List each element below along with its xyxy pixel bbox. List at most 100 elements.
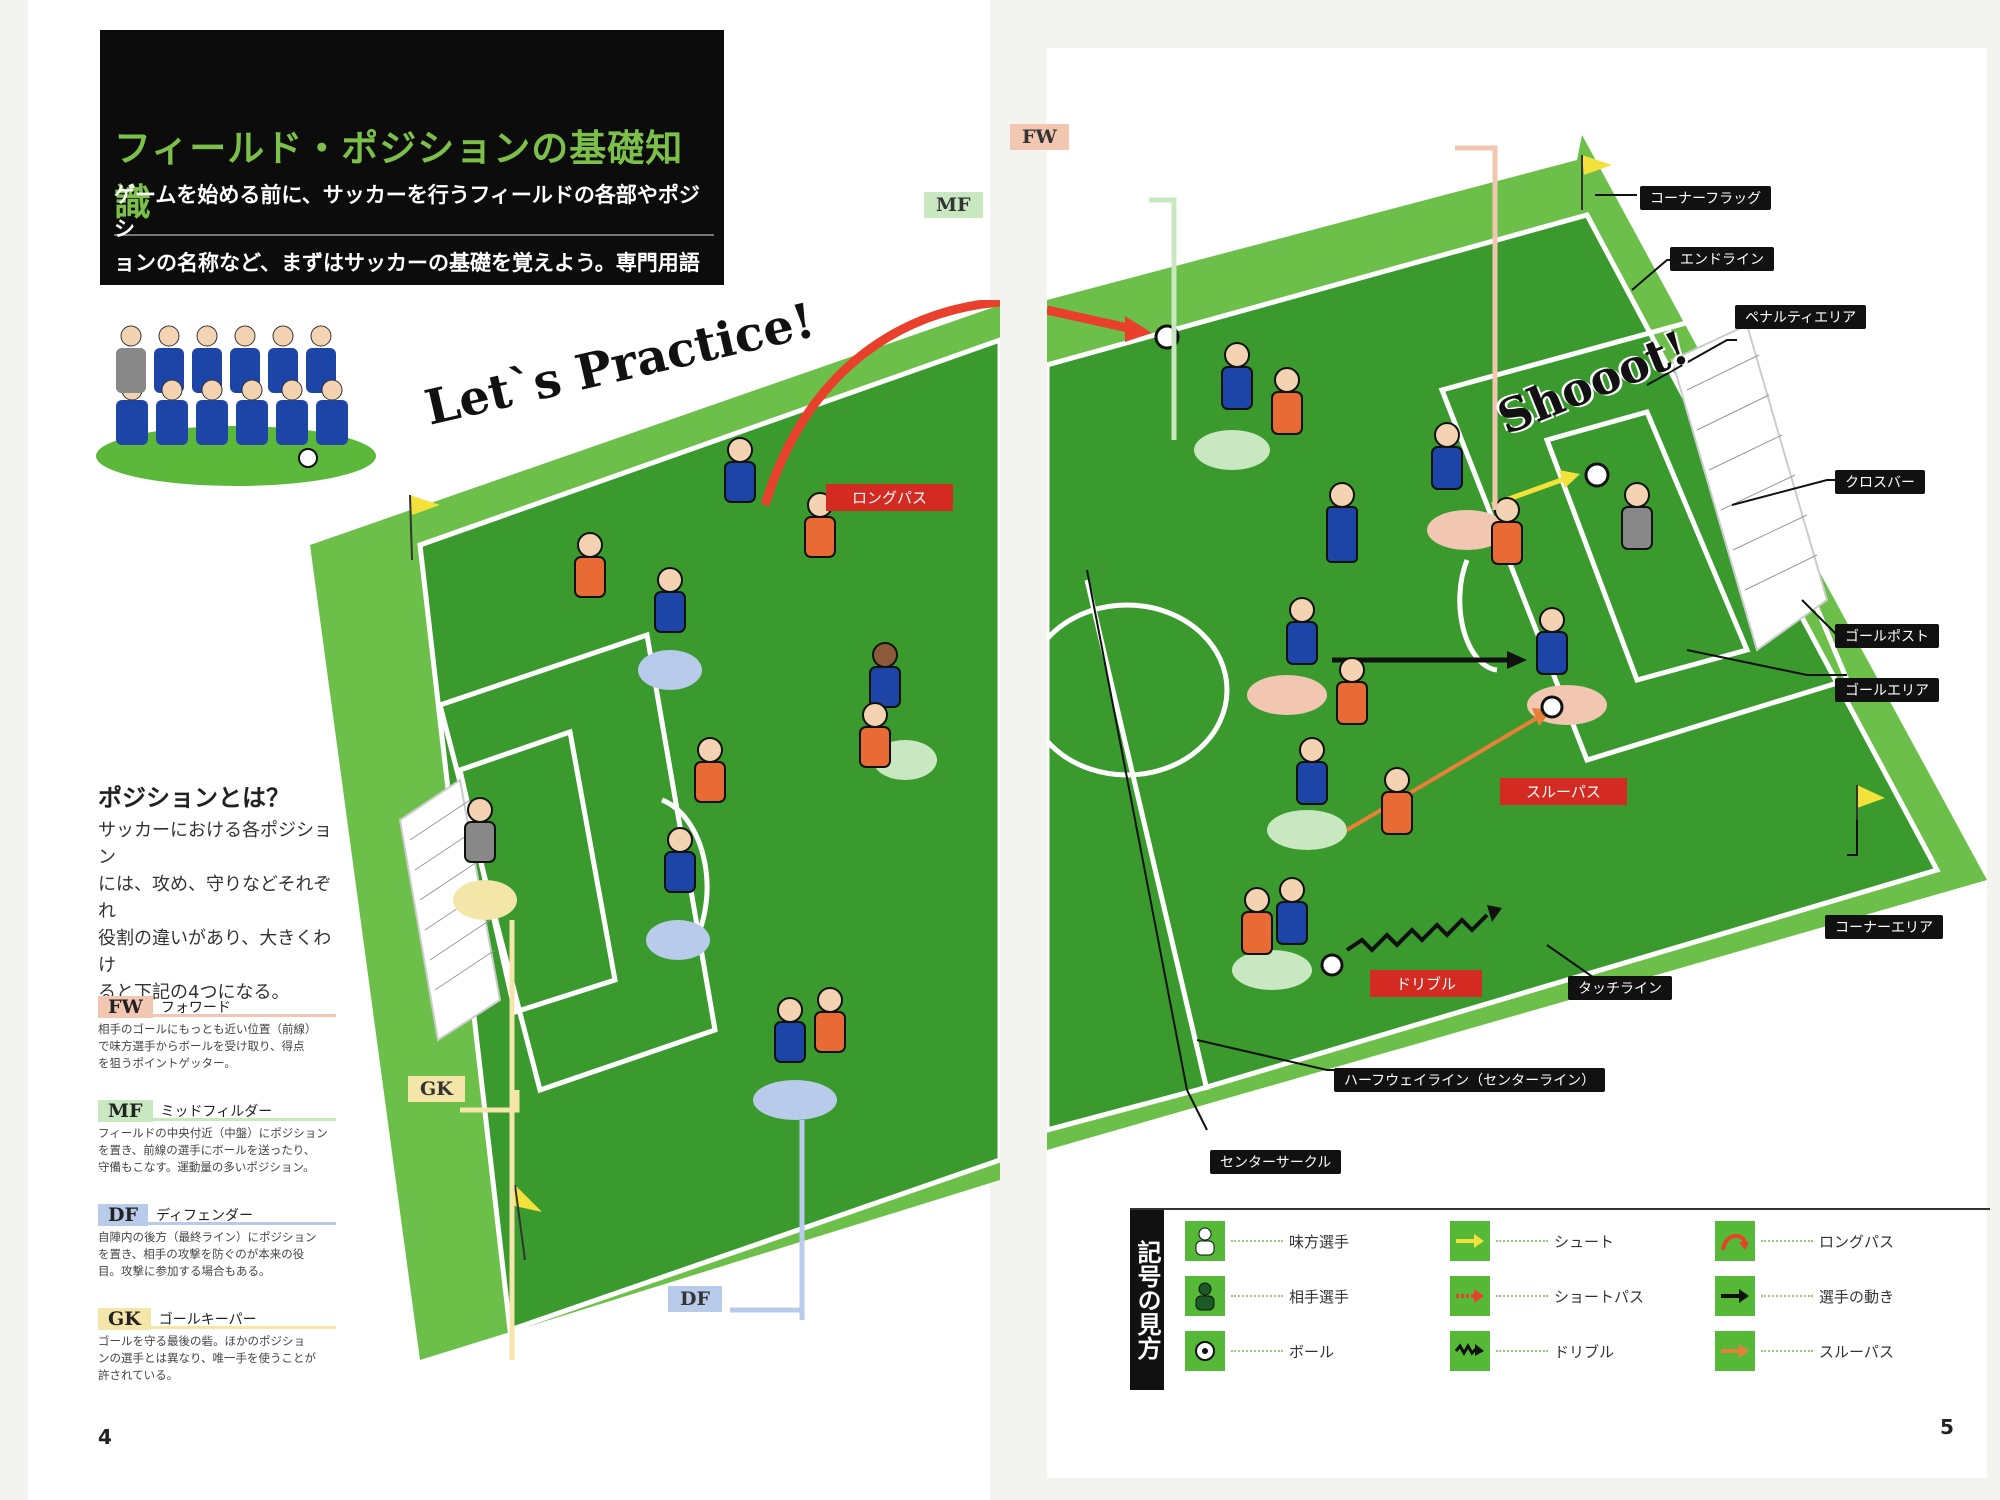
body-line: には、攻め、守りなどそれぞれ — [98, 874, 332, 922]
symbol-label: ショートパス — [1554, 1287, 1645, 1306]
symbol-label: ドリブル — [1554, 1342, 1615, 1361]
positions-heading: ポジションとは？ — [98, 784, 290, 812]
dotted-leader — [1231, 1240, 1283, 1242]
intro-line: ゲームを始める前に、サッカーを行うフィールドの各部やポジシ — [114, 183, 700, 241]
df-field-label: DF — [668, 1286, 722, 1312]
positions-body: サッカーにおける各ポジション には、攻め、守りなどそれぞれ 役割の違いがあり、大… — [98, 817, 343, 1006]
position-name: ディフェンダー — [155, 1208, 253, 1224]
desc-line: ゴールを守る最後の砦。ほかのポジショ — [98, 1334, 305, 1348]
position-underline — [98, 1014, 336, 1017]
desc-line: ンの選手とは異なり、唯一手を使うことが — [98, 1351, 317, 1365]
halfway-line-label: ハーフウェイライン（センターライン） — [1334, 1068, 1606, 1092]
fw-field-label: FW — [1010, 124, 1069, 150]
position-code: FW — [98, 996, 153, 1018]
mf-field-label: MF — [924, 192, 983, 218]
position-code: MF — [98, 1100, 153, 1122]
crossbar-label: クロスバー — [1835, 470, 1925, 494]
desc-line: フィールドの中央付近（中盤）にポジション — [98, 1126, 328, 1140]
intro-line: ョンの名称など、まずはサッカーの基礎を覚えよう。専門用語は — [114, 251, 700, 309]
symbol-teammate: 味方選手 — [1185, 1220, 1349, 1262]
position-df: DF ディフェンダー 自陣内の後方（最終ライン）にポジション を置き、相手の攻撃を… — [98, 1204, 336, 1280]
symbol-ball: ボール — [1185, 1330, 1334, 1372]
dribble-arrow-icon — [1450, 1331, 1490, 1371]
df-callout-line — [730, 1300, 805, 1313]
touch-line-label: タッチライン — [1568, 976, 1672, 1000]
symbol-label: シュート — [1554, 1232, 1615, 1251]
symbol-label: ボール — [1289, 1342, 1335, 1361]
dotted-leader — [1496, 1240, 1548, 1242]
body-line: 役割の違いがあり、大きくわけ — [98, 928, 332, 976]
intro-text: ゲームを始める前に、サッカーを行うフィールドの各部やポジシ ョンの名称など、まず… — [114, 178, 714, 348]
ball-icon — [1185, 1331, 1225, 1371]
position-underline — [98, 1326, 336, 1329]
player-move-arrow-icon — [1715, 1276, 1755, 1316]
position-desc: 自陣内の後方（最終ライン）にポジション を置き、相手の攻撃を防ぐのが本来の役 目… — [98, 1229, 336, 1280]
symbol-label: 選手の動き — [1819, 1287, 1895, 1306]
long-pass-label: ロングパス — [826, 484, 954, 511]
corner-flag-label: コーナーフラッグ — [1640, 186, 1772, 210]
end-line-label: エンドライン — [1670, 247, 1774, 271]
position-fw: FW フォワード 相手のゴールにもっとも近い位置（前線） で味方選手からボールを受… — [98, 996, 336, 1072]
desc-line: 許されている。 — [98, 1368, 179, 1382]
dotted-leader — [1496, 1350, 1548, 1352]
desc-line: 相手のゴールにもっとも近い位置（前線） — [98, 1022, 317, 1036]
symbol-legend-rule — [1130, 1208, 1990, 1210]
dotted-leader — [1231, 1350, 1283, 1352]
dotted-leader — [1231, 1295, 1283, 1297]
desc-line: を置き、前線の選手にボールを送ったり、 — [98, 1143, 316, 1157]
right-field-diagram — [1047, 135, 1987, 1150]
goal-post-label: ゴールポスト — [1835, 624, 1939, 648]
teammate-icon — [1185, 1221, 1225, 1261]
opponent-icon — [1185, 1276, 1225, 1316]
position-desc: ゴールを守る最後の砦。ほかのポジショ ンの選手とは異なり、唯一手を使うことが 許… — [98, 1333, 336, 1384]
desc-line: 自陣内の後方（最終ライン）にポジション — [98, 1230, 317, 1244]
symbol-label: ロングパス — [1819, 1232, 1895, 1251]
title-box: フィールド・ポジションの基礎知識 ゲームを始める前に、サッカーを行うフィールドの… — [100, 30, 724, 343]
short-pass-arrow-icon — [1450, 1276, 1490, 1316]
symbol-shoot: シュート — [1450, 1220, 1614, 1262]
position-desc: フィールドの中央付近（中盤）にポジション を置き、前線の選手にボールを送ったり、… — [98, 1125, 336, 1176]
desc-line: で味方選手からボールを受け取り、得点 — [98, 1039, 305, 1053]
dotted-leader — [1496, 1295, 1548, 1297]
symbol-short-pass: ショートパス — [1450, 1275, 1644, 1317]
position-mf: MF ミッドフィルダー フィールドの中央付近（中盤）にポジション を置き、前線の選… — [98, 1100, 336, 1176]
symbol-through-pass: スルーパス — [1715, 1330, 1894, 1372]
symbol-dribble: ドリブル — [1450, 1330, 1614, 1372]
corner-area-label: コーナーエリア — [1825, 915, 1943, 939]
desc-line: 目。攻撃に参加する場合もある。 — [98, 1264, 271, 1278]
page-number-right: 5 — [1940, 1415, 1954, 1439]
gk-field-label: GK — [408, 1076, 465, 1102]
page-title: フィールド・ポジションの基礎知識 — [114, 118, 714, 236]
dotted-leader — [1761, 1240, 1813, 1242]
through-pass-arrow-icon — [1715, 1331, 1755, 1371]
desc-line: を置き、相手の攻撃を防ぐのが本来の役 — [98, 1247, 305, 1261]
page-number-left: 4 — [98, 1425, 112, 1449]
shoot-arrow-icon — [1450, 1221, 1490, 1261]
symbol-label: スルーパス — [1819, 1342, 1894, 1361]
dotted-leader — [1761, 1350, 1813, 1352]
position-name: フォワード — [160, 1000, 231, 1016]
desc-line: を狙うポイントゲッター。 — [98, 1056, 236, 1070]
position-code: DF — [98, 1204, 148, 1226]
position-desc: 相手のゴールにもっとも近い位置（前線） で味方選手からボールを受け取り、得点 を… — [98, 1021, 336, 1072]
team-illustration — [96, 325, 376, 486]
goal-area-label: ゴールエリア — [1835, 678, 1939, 702]
center-circle-label: センターサークル — [1210, 1150, 1342, 1174]
position-underline — [98, 1118, 336, 1121]
body-line: サッカーにおける各ポジション — [98, 820, 332, 868]
left-field-diagram — [310, 300, 1000, 1360]
penalty-area-label: ペナルティエリア — [1735, 305, 1867, 329]
symbol-long-pass: ロングパス — [1715, 1220, 1894, 1262]
through-pass-label: スルーパス — [1500, 778, 1627, 805]
position-underline — [98, 1222, 336, 1225]
symbol-label: 相手選手 — [1289, 1287, 1350, 1306]
long-pass-arrow-icon — [1715, 1221, 1755, 1261]
callout-lines-left — [460, 1090, 520, 1113]
symbol-opponent: 相手選手 — [1185, 1275, 1349, 1317]
position-name: ゴールキーパー — [158, 1312, 257, 1328]
desc-line: 守備もこなす。運動量の多いポジション。 — [98, 1160, 315, 1174]
dribble-label: ドリブル — [1370, 970, 1483, 997]
symbol-label: 味方選手 — [1289, 1232, 1350, 1251]
position-name: ミッドフィルダー — [160, 1104, 273, 1120]
